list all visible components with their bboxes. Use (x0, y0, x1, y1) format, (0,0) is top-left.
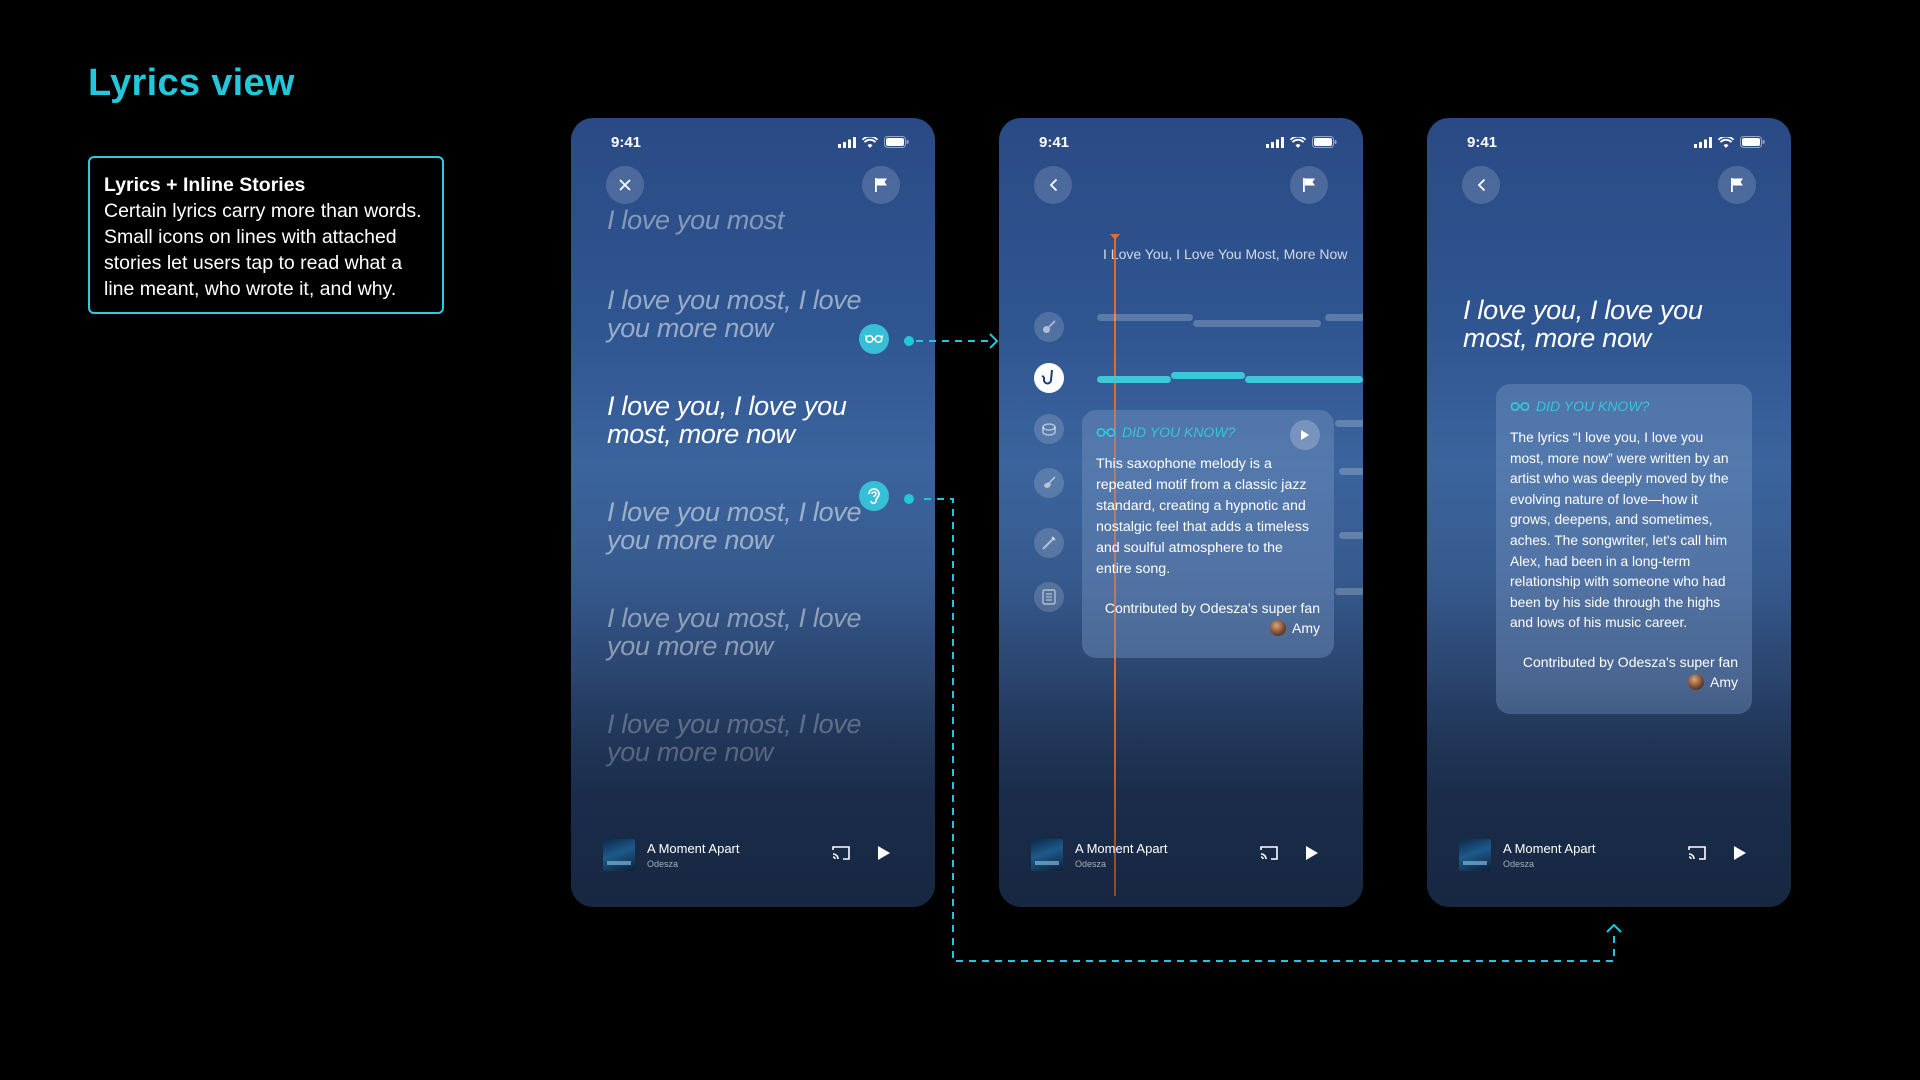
artist-name: Odesza (1075, 859, 1107, 869)
album-art (603, 839, 635, 871)
connector-arrow (1606, 923, 1622, 933)
ear-icon (868, 488, 880, 505)
info-box: Lyrics + Inline Stories Certain lyrics c… (88, 156, 444, 314)
did-you-know-card[interactable]: DID YOU KNOW? The lyrics “I love you, I … (1496, 384, 1752, 714)
card-contributor: Contributed by Odesza's super fan (1522, 653, 1738, 670)
status-bar: 9:41 (999, 132, 1363, 154)
page-title: Lyrics view (88, 62, 295, 104)
album-art (1459, 839, 1491, 871)
saxophone-icon[interactable] (1034, 363, 1064, 393)
info-body: Certain lyrics carry more than words. Sm… (104, 200, 422, 300)
track-segment (1339, 468, 1363, 475)
did-you-know-card[interactable]: DID YOU KNOW? This saxophone melody is a… (1082, 410, 1334, 658)
lyric-line-active[interactable]: I love you, I love you most, more now (607, 391, 847, 449)
story-bubble-button[interactable] (859, 324, 889, 354)
battery-icon (1312, 136, 1337, 148)
track-segment (1339, 532, 1363, 539)
glasses-icon (1096, 427, 1116, 437)
close-icon (619, 179, 631, 191)
did-you-know-label: DID YOU KNOW? (1536, 398, 1650, 414)
status-time: 9:41 (1039, 134, 1070, 151)
card-body: This saxophone melody is a repeated moti… (1096, 456, 1309, 577)
track-segment (1335, 588, 1363, 595)
close-button[interactable] (606, 166, 644, 204)
connector-arrow (989, 333, 999, 349)
mini-player[interactable]: A Moment Apart Odesza (603, 835, 903, 875)
story-bubble-button[interactable] (859, 481, 889, 511)
album-art (1031, 839, 1063, 871)
song-title: A Moment Apart (1075, 841, 1168, 856)
lyric-line[interactable]: I love you most (607, 205, 785, 235)
guitar-icon[interactable] (1034, 312, 1064, 342)
cast-icon[interactable] (1687, 845, 1707, 861)
lyric-line[interactable]: I love you most, I love you more now (607, 709, 862, 767)
status-time: 9:41 (1467, 134, 1498, 151)
drums-icon[interactable] (1034, 414, 1064, 444)
signal-icon (1266, 136, 1284, 148)
track-segment-active (1245, 376, 1363, 383)
timeline-song-title: I Love You, I Love You Most, More Now (1103, 246, 1348, 262)
play-icon[interactable] (1733, 845, 1747, 861)
battery-icon (884, 136, 909, 148)
phone-story-screen: 9:41 I love you, I love you most, more n… (1427, 118, 1791, 907)
status-time: 9:41 (611, 134, 642, 151)
trumpet-icon[interactable] (1034, 528, 1064, 558)
artist-name: Odesza (647, 859, 679, 869)
status-bar: 9:41 (1427, 132, 1791, 154)
mini-player[interactable]: A Moment Apart Odesza (1459, 835, 1759, 875)
card-author[interactable]: Amy (1710, 673, 1738, 690)
keyboard-icon[interactable] (1034, 582, 1064, 612)
info-heading: Lyrics + Inline Stories (104, 174, 306, 196)
track-segment (1325, 314, 1363, 321)
cast-icon[interactable] (831, 845, 851, 861)
avatar (1270, 620, 1286, 636)
report-button[interactable] (1290, 166, 1328, 204)
back-button[interactable] (1462, 166, 1500, 204)
glasses-icon (1510, 401, 1530, 411)
track-segment (1335, 420, 1363, 427)
card-contributor: Contributed by Odesza's super fan (1104, 600, 1320, 616)
report-button[interactable] (1718, 166, 1756, 204)
phone-instrument-screen: 9:41 I Love You, I Love You Most, More N… (999, 118, 1363, 907)
signal-icon (1694, 136, 1712, 148)
track-segment (1097, 314, 1193, 321)
flag-icon (1303, 178, 1315, 192)
track-segment (1193, 320, 1321, 327)
card-play-button[interactable] (1290, 420, 1320, 450)
report-button[interactable] (862, 166, 900, 204)
cast-icon[interactable] (1259, 845, 1279, 861)
flag-icon (875, 178, 887, 192)
song-title: A Moment Apart (647, 841, 740, 856)
violin-icon[interactable] (1034, 468, 1064, 498)
flag-icon (1731, 178, 1743, 192)
lyric-line-active[interactable]: I love you, I love you most, more now (1463, 295, 1703, 353)
artist-name: Odesza (1503, 859, 1535, 869)
phone-lyrics-screen: 9:41 I love you most I love you most, I … (571, 118, 935, 907)
play-icon[interactable] (1305, 845, 1319, 861)
wifi-icon (862, 136, 878, 148)
lyric-line[interactable]: I love you most, I love you more now (607, 603, 862, 661)
track-segment-active (1171, 372, 1245, 379)
lyric-line[interactable]: I love you most, I love you more now (607, 497, 862, 555)
signal-icon (838, 136, 856, 148)
status-bar: 9:41 (571, 132, 935, 154)
play-icon (1301, 430, 1309, 440)
lyric-line[interactable]: I love you most, I love you more now (607, 285, 862, 343)
back-button[interactable] (1034, 166, 1072, 204)
card-body: The lyrics “I love you, I love you most,… (1510, 430, 1729, 631)
did-you-know-label: DID YOU KNOW? (1122, 424, 1236, 440)
play-icon[interactable] (877, 845, 891, 861)
card-author[interactable]: Amy (1292, 620, 1320, 636)
chevron-left-icon (1049, 178, 1057, 192)
track-segment-active (1097, 376, 1171, 383)
mini-player[interactable]: A Moment Apart Odesza (1031, 835, 1331, 875)
chevron-left-icon (1477, 178, 1485, 192)
battery-icon (1740, 136, 1765, 148)
wifi-icon (1718, 136, 1734, 148)
song-title: A Moment Apart (1503, 841, 1596, 856)
avatar (1688, 673, 1704, 690)
glasses-icon (865, 334, 883, 344)
wifi-icon (1290, 136, 1306, 148)
